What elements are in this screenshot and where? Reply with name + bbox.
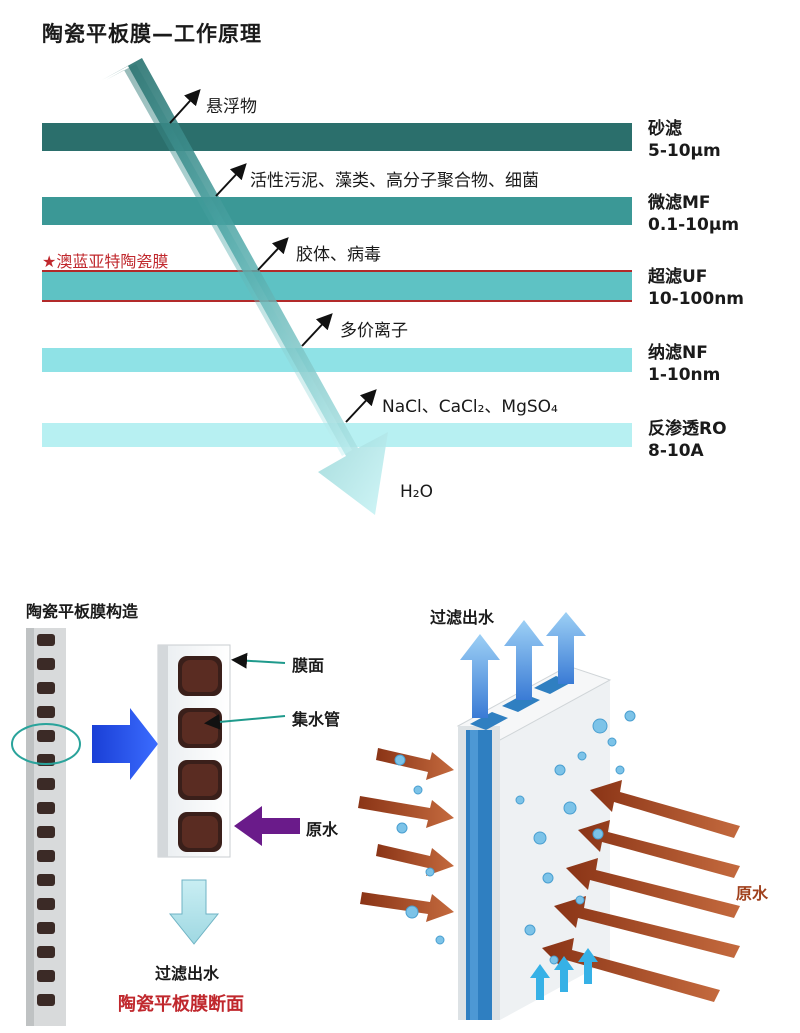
retention-arrow-sand	[169, 89, 201, 124]
raw-water-arrow	[234, 806, 300, 846]
water-bubbles	[394, 710, 636, 965]
raw-water-up-arrows	[530, 948, 598, 1000]
filtered-out-up-arrows	[460, 612, 586, 718]
layer-name-ro: 反渗透RO	[648, 419, 727, 439]
pointer-membrane-surface	[231, 652, 286, 669]
retained-ro: NaCl、CaCl₂、MgSO₄	[382, 397, 558, 417]
structure-title: 陶瓷平板膜构造	[26, 602, 139, 621]
membrane-cross-section	[157, 644, 231, 858]
layer-name-uf: 超滤UF	[648, 267, 708, 287]
retention-arrow-nf	[301, 313, 333, 347]
raw-water-arrows-right	[542, 780, 740, 1002]
retained-sand: 悬浮物	[206, 97, 257, 117]
raw-water-arrows-left	[358, 748, 454, 922]
brand-marker: ★澳蓝亚特陶瓷膜	[42, 252, 169, 271]
label-3d-filtered-out: 过滤出水	[430, 608, 495, 627]
output-h2o: H₂O	[400, 482, 433, 502]
zoom-arrow-right	[92, 708, 158, 780]
label-membrane-surface: 膜面	[292, 656, 325, 675]
layer-name-sand: 砂滤	[648, 119, 682, 139]
layer-band-uf	[42, 270, 632, 302]
diagram-title: 陶瓷平板膜—工作原理	[42, 22, 262, 46]
membrane-strip	[26, 628, 66, 1026]
retained-uf: 胶体、病毒	[296, 245, 381, 265]
layer-size-nf: 1-10nm	[648, 365, 721, 385]
layer-band-nf	[42, 348, 632, 372]
section-caption: 陶瓷平板膜断面	[118, 994, 244, 1015]
layer-name-mf: 微滤MF	[648, 193, 711, 213]
layer-size-mf: 0.1-10μm	[648, 215, 740, 235]
retention-arrow-uf	[257, 237, 289, 271]
label-3d-raw-water: 原水	[736, 884, 769, 903]
layer-size-ro: 8-10A	[648, 441, 704, 461]
retention-arrow-mf	[215, 163, 247, 197]
zoom-highlight-ellipse	[11, 723, 81, 765]
filtered-out-arrow	[168, 879, 220, 945]
layer-band-mf	[42, 197, 632, 225]
retained-nf: 多价离子	[340, 321, 408, 341]
layer-name-nf: 纳滤NF	[648, 343, 708, 363]
label-collector-tube: 集水管	[292, 710, 341, 729]
retained-mf: 活性污泥、藻类、高分子聚合物、细菌	[250, 171, 539, 191]
membrane-3d-panel	[456, 665, 612, 1020]
pointer-collector-tube	[204, 713, 286, 730]
label-filtered-out: 过滤出水	[155, 964, 220, 983]
retention-arrow-ro	[345, 389, 377, 423]
label-raw-water: 原水	[306, 820, 339, 839]
layer-band-sand	[42, 123, 632, 151]
layer-size-uf: 10-100nm	[648, 289, 745, 309]
layer-size-sand: 5-10μm	[648, 141, 721, 161]
